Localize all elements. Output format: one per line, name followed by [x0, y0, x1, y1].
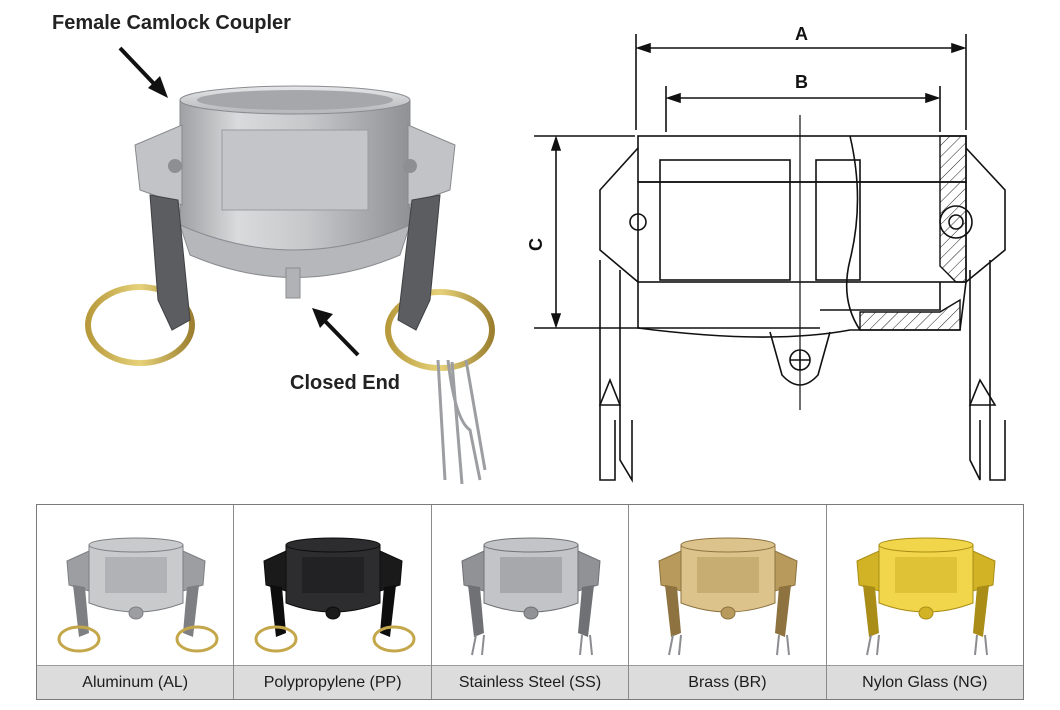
- dimension-c-label: C: [526, 238, 546, 251]
- coupler-thumbnail: [461, 537, 601, 656]
- material-photo: [234, 505, 430, 665]
- dimension-a-label: A: [795, 24, 808, 44]
- technical-drawing: [534, 34, 1006, 483]
- coupler-thumbnail: [57, 537, 219, 653]
- material-label: Brass (BR): [629, 665, 826, 699]
- material-label: Stainless Steel (SS): [431, 665, 629, 699]
- material-cell: Aluminum (AL): [37, 505, 235, 699]
- material-photo: [432, 505, 628, 665]
- material-cell: Brass (BR): [629, 505, 827, 699]
- coupler-thumbnail: [856, 537, 996, 656]
- product-overview: Female Camlock Coupler Closed End: [52, 12, 1006, 485]
- materials-strip: Aluminum (AL)Polypropylene (PP)Stainless…: [36, 504, 1024, 700]
- dimension-b-label: B: [795, 72, 808, 92]
- material-cell: Polypropylene (PP): [234, 505, 432, 699]
- coupler-photo: [85, 46, 495, 485]
- material-cell: Nylon Glass (NG): [826, 505, 1024, 699]
- material-cell: Stainless Steel (SS): [431, 505, 630, 699]
- closed-end-label: Closed End: [290, 372, 401, 394]
- coupler-thumbnail: [254, 537, 416, 653]
- material-photo: [37, 505, 233, 665]
- material-photo: [629, 505, 825, 665]
- material-label: Polypropylene (PP): [234, 665, 431, 699]
- coupler-thumbnail: [658, 537, 798, 656]
- coupler-label: Female Camlock Coupler: [52, 12, 291, 34]
- material-photo: [827, 505, 1023, 665]
- material-label: Nylon Glass (NG): [826, 665, 1024, 699]
- material-label: Aluminum (AL): [37, 665, 234, 699]
